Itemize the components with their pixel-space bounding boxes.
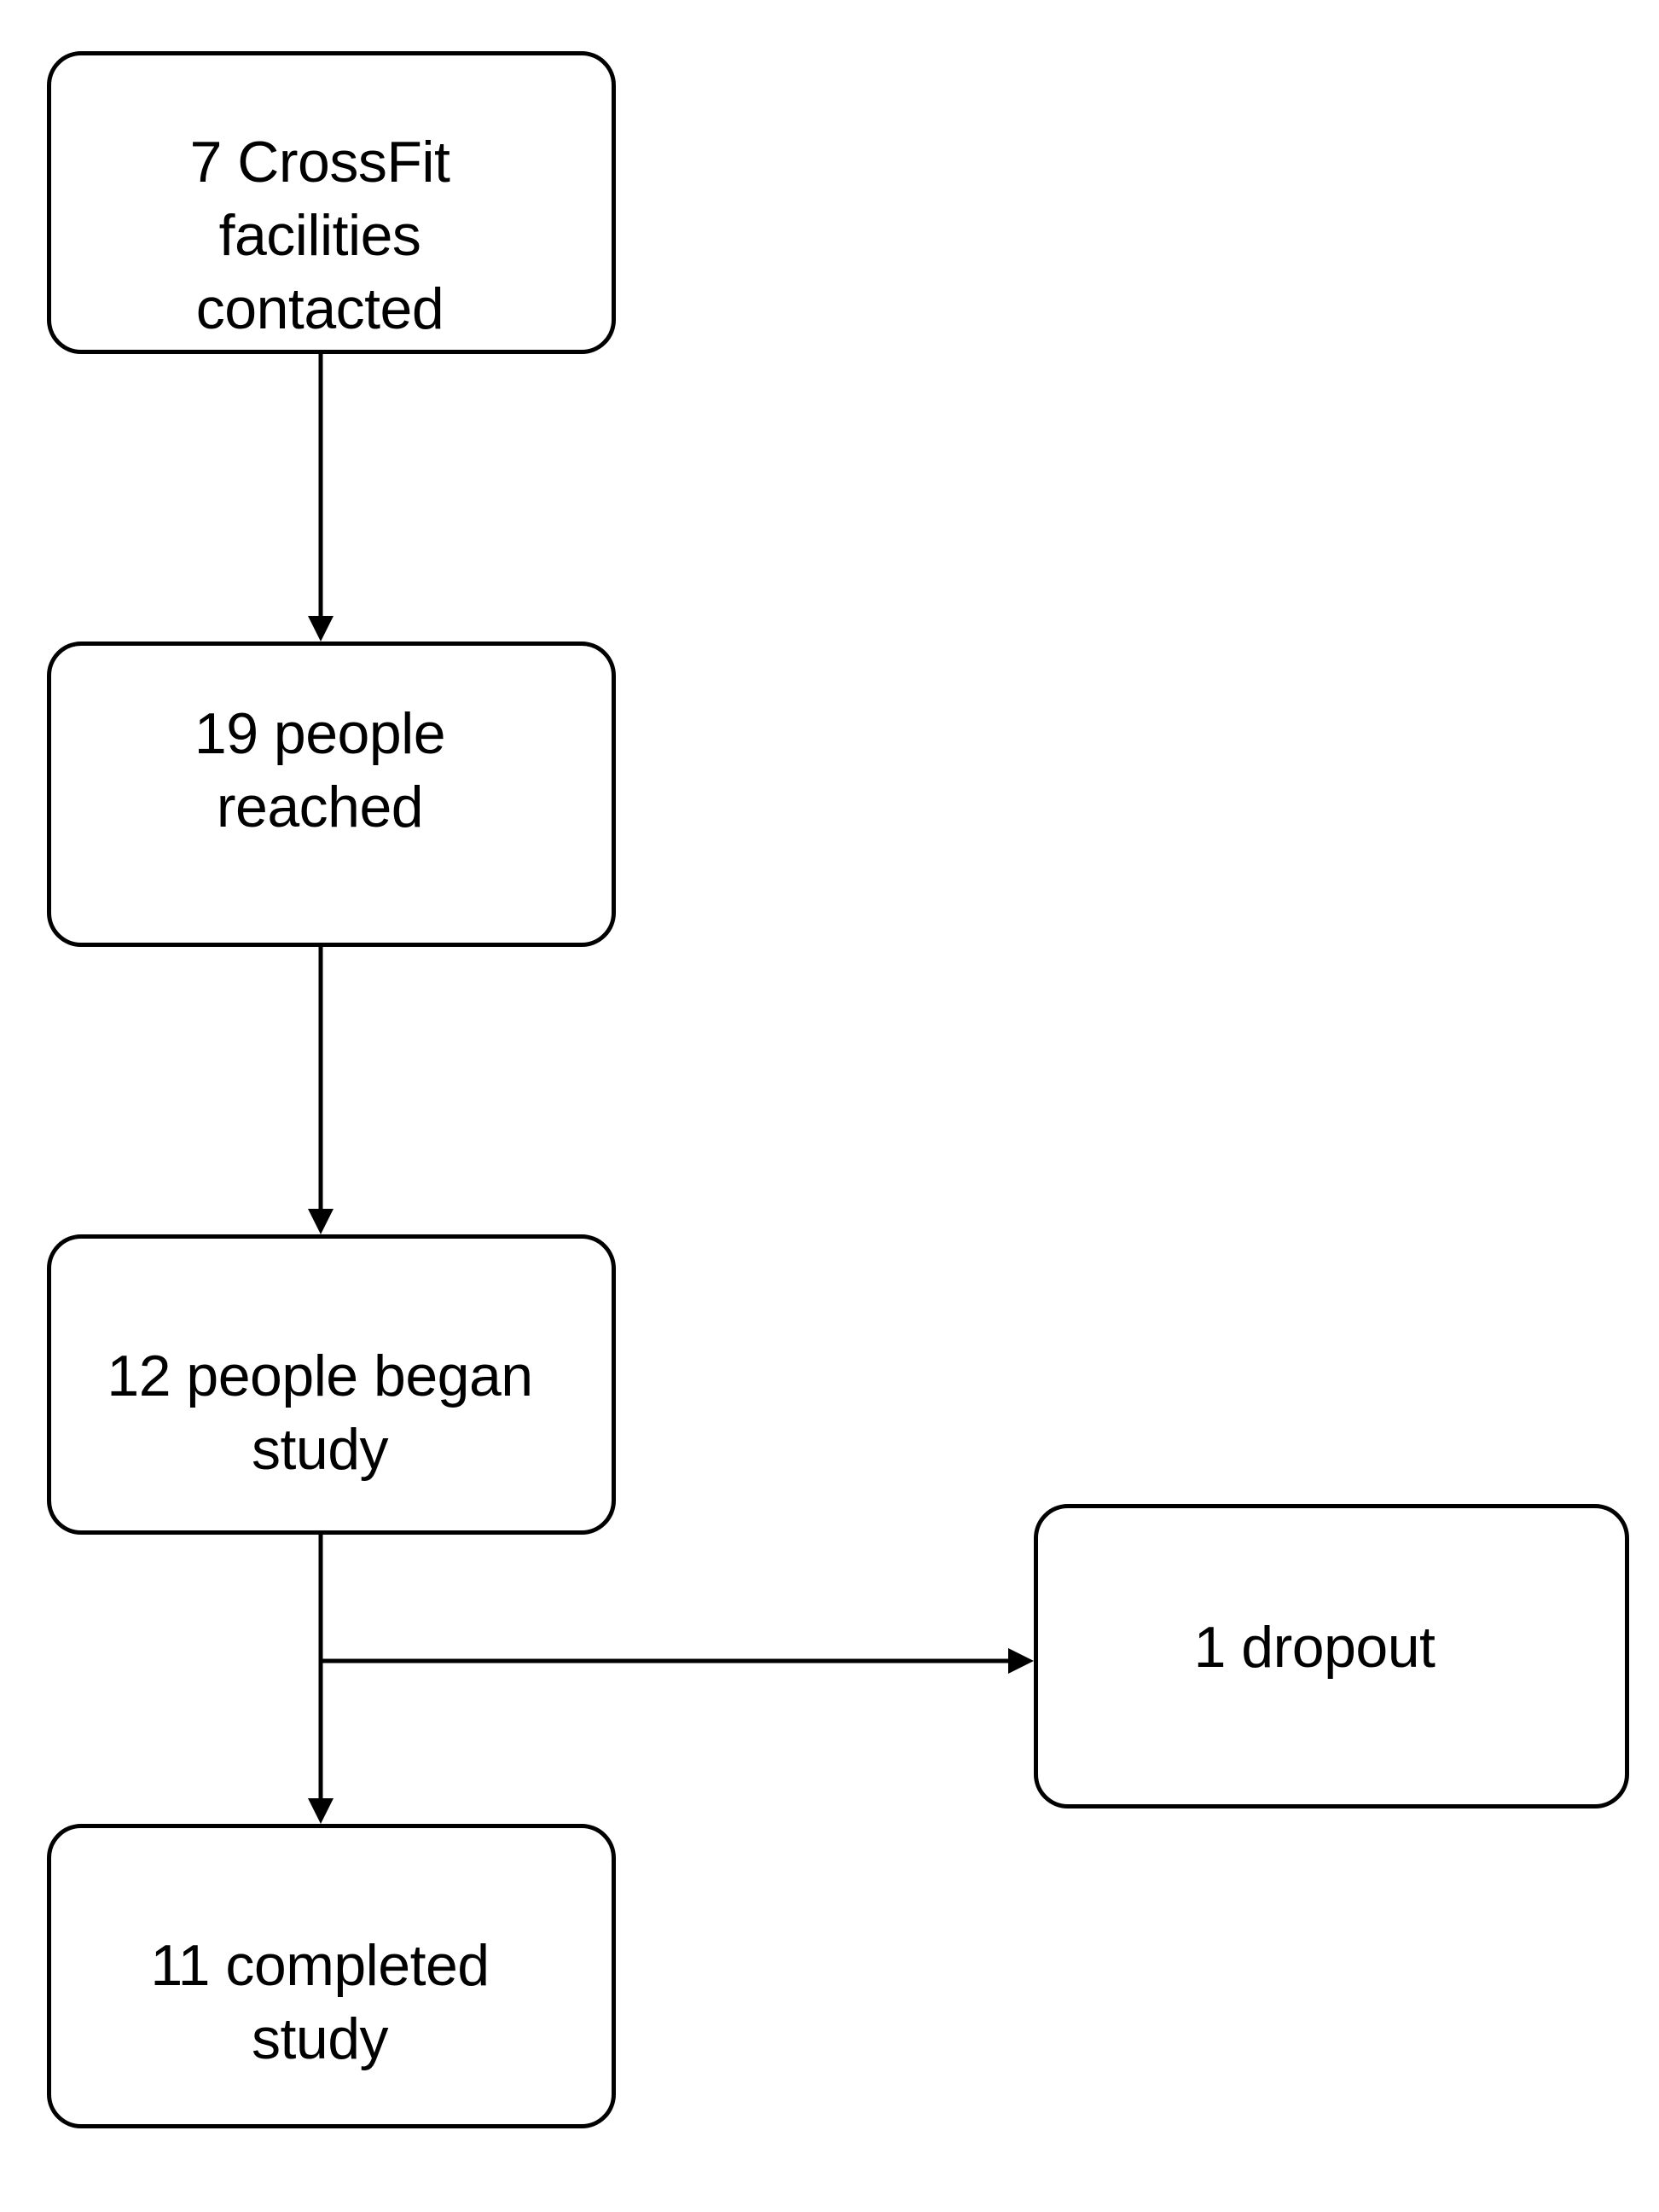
node-label-dropout: 1 dropout (1193, 1615, 1436, 1680)
edge-began-to-dropout (321, 1648, 1034, 1674)
node-label-people-began-study: 12 people began study (107, 1344, 533, 1482)
node-people-began-study[interactable]: 12 people began study (47, 1234, 616, 1535)
node-label-facilities-contacted: 7 CrossFit facilities contacted (189, 130, 450, 341)
node-label-people-reached: 19 people reached (194, 701, 446, 839)
node-people-reached[interactable]: 19 people reached (47, 642, 616, 947)
edge-reached-to-began (308, 947, 334, 1234)
node-completed-study[interactable]: 11 completed study (47, 1824, 616, 2128)
node-label-completed-study: 11 completed study (150, 1933, 490, 2071)
node-facilities-contacted[interactable]: 7 CrossFit facilities contacted (47, 51, 616, 354)
edge-began-to-completed (308, 1535, 334, 1824)
edge-contacted-to-reached (308, 354, 334, 642)
node-dropout[interactable]: 1 dropout (1034, 1504, 1629, 1808)
